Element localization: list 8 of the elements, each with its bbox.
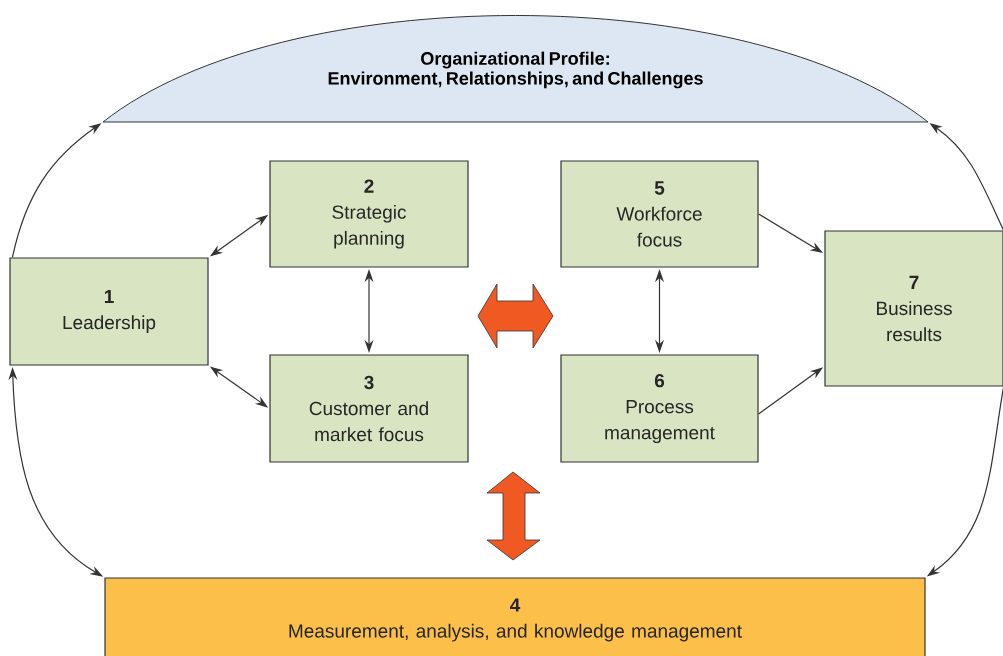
category-box: 1 Leadership	[9, 257, 209, 366]
category-box: 3 Customer and market focus	[269, 354, 469, 463]
category-box: 5 Workforce focus	[560, 160, 759, 268]
measurement-bar: 4 Measurement, analysis, and knowledge management	[104, 577, 926, 656]
category-box: 6 Process management	[560, 354, 759, 463]
profile-dome: Organizational Profile: Environment, Relationships, and Challenges	[102, 15, 929, 123]
category-box: 2 Strategic planning	[269, 160, 469, 268]
category-box: 7 Business results	[824, 230, 1003, 387]
